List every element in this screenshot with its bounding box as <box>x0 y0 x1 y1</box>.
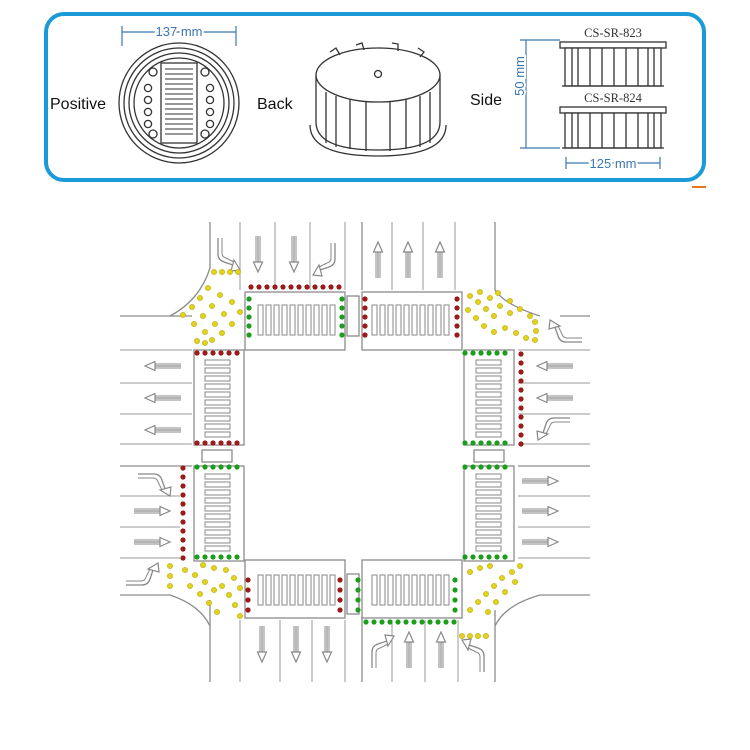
lane-arrows-east <box>522 319 583 547</box>
lane-lines <box>120 222 590 682</box>
road-outline <box>120 222 590 682</box>
yellow-led-markers <box>167 269 539 639</box>
intersection-map <box>120 222 590 682</box>
diameter-dim-label: 137 mm <box>156 24 203 39</box>
crosswalk-west-bottom <box>204 473 231 552</box>
product-panel: 137 mm Positive Back Side <box>44 12 706 188</box>
lane-arrows-south <box>258 626 485 673</box>
back-label: Back <box>257 96 294 113</box>
lane-arrows-west <box>125 362 181 586</box>
crosswalk-west-top <box>204 359 231 438</box>
width-dimension <box>565 157 661 169</box>
crosswalk-east-top <box>475 359 502 438</box>
positive-label: Positive <box>50 96 106 113</box>
width-dim-label: 125 mm <box>590 156 637 171</box>
crosswalk-south-west <box>257 574 336 606</box>
crosswalk-north-east <box>371 304 450 336</box>
crosswalk-south-east <box>371 574 450 606</box>
side-label: Side <box>470 92 502 109</box>
diameter-dimension <box>121 26 237 46</box>
green-led-markers <box>194 296 508 625</box>
height-dimension <box>520 39 560 149</box>
red-led-markers <box>180 284 524 613</box>
back-view <box>309 42 447 157</box>
model-b-label: CS-SR-824 <box>584 91 642 105</box>
model-a-label: CS-SR-823 <box>584 26 642 40</box>
positive-view <box>118 42 240 164</box>
height-dim-label: 50 mm <box>512 56 527 96</box>
crosswalk-east-bottom <box>475 473 502 552</box>
lane-arrows-north <box>217 236 446 279</box>
crosswalk-north-west <box>257 304 336 336</box>
side-view-b <box>559 106 667 149</box>
side-view-a <box>559 41 667 87</box>
